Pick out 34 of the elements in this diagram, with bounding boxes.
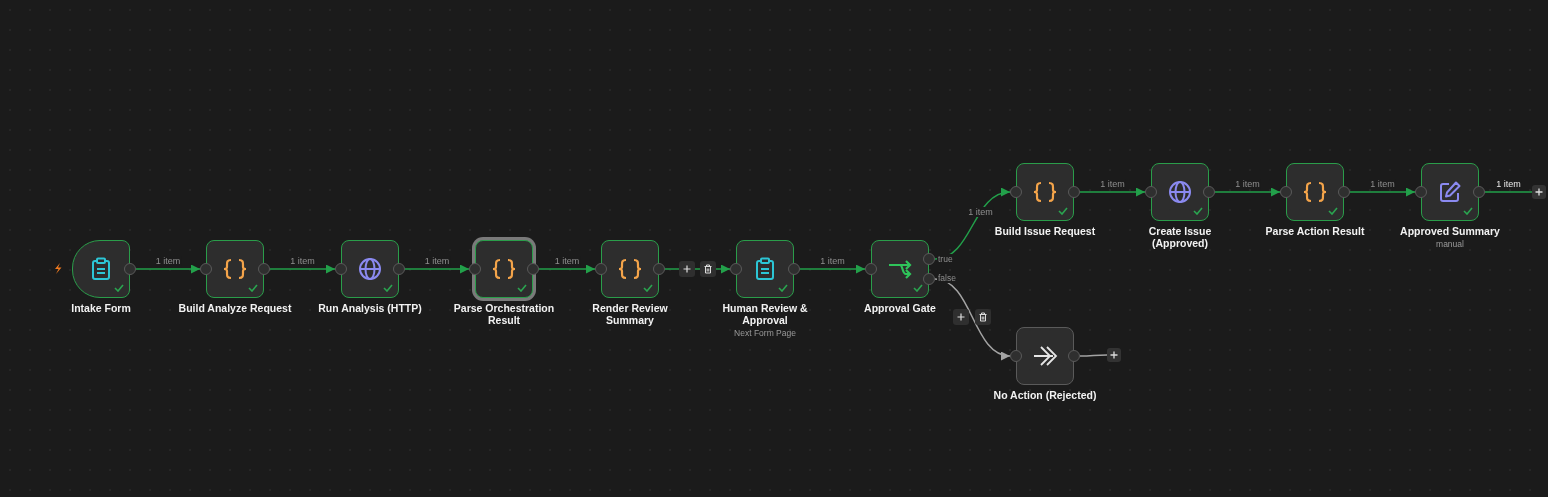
node-title: Human Review & Approval — [721, 302, 809, 326]
connector-arrow — [664, 264, 731, 274]
edge-label: 1 item — [154, 256, 182, 266]
node-title: Parse Action Result — [1264, 225, 1366, 237]
edge-label: 1 item — [1369, 179, 1396, 189]
edge-label: 1 item — [1495, 179, 1522, 189]
node-title: Render Review Summary — [591, 302, 669, 326]
node-subtitle: manual — [1435, 239, 1465, 249]
node-title: Build Analyze Request — [177, 302, 293, 314]
connector-arrow — [1214, 187, 1281, 197]
edge-label: 1 item — [289, 256, 316, 266]
edge-label: 1 item — [1234, 179, 1261, 189]
connector-arrow — [269, 264, 336, 274]
edge-label: 1 item — [819, 256, 846, 266]
node-subtitle: Next Form Page — [733, 328, 797, 338]
output-label: true — [937, 254, 954, 264]
connector-arrow — [1079, 187, 1146, 197]
node-title: Approval Gate — [863, 302, 937, 314]
output-label: false — [937, 273, 957, 283]
connector-arrow — [934, 278, 1011, 359]
connector-arrow — [135, 264, 201, 274]
node-title: Build Issue Request — [993, 225, 1097, 237]
node-title: Create Issue (Approved) — [1147, 225, 1213, 249]
edge-label: 1 item — [967, 206, 994, 217]
node-title: Intake Form — [70, 302, 132, 314]
edge-label: 1 item — [423, 256, 451, 266]
edge-label: 1 item — [1099, 179, 1126, 189]
connector-arrow — [799, 264, 866, 274]
node-title: Parse Orchestration Result — [452, 302, 556, 326]
node-title: Approved Summary — [1399, 225, 1501, 237]
node-title: Run Analysis (HTTP) — [317, 302, 423, 314]
node-title: No Action (Rejected) — [992, 389, 1098, 401]
edge-label: 1 item — [553, 256, 581, 266]
connector-arrow — [1349, 187, 1416, 197]
